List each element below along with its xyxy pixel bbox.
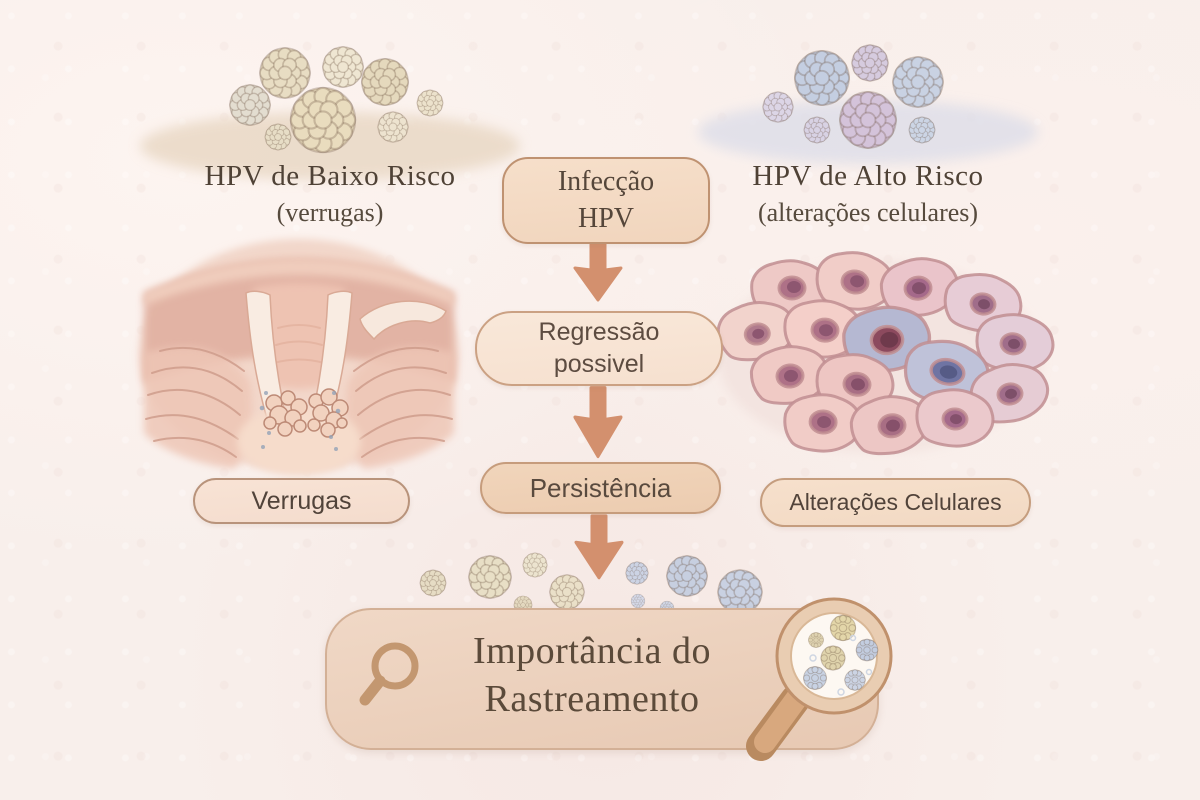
- low-risk-title: HPV de Baixo Risco: [204, 160, 456, 192]
- regression-box: Regressão possivel: [475, 311, 723, 386]
- regression-line2: possivel: [553, 349, 645, 378]
- down-arrow-1: [573, 242, 623, 302]
- magnifier-viruses-icon: [746, 597, 893, 761]
- cell-changes-label-pill: Alterações Celulares: [760, 478, 1031, 527]
- warts-anatomy-illustration: [139, 239, 459, 475]
- persistence-label: Persistência: [529, 472, 672, 503]
- wart-cluster-left: [263, 390, 308, 437]
- high-risk-heading: HPV de Alto Risco (alterações celulares): [678, 160, 1058, 228]
- down-arrow-2: [573, 386, 623, 459]
- banner-title: Importância do Rastreamento: [382, 628, 802, 723]
- cell-changes-label: Alterações Celulares: [789, 489, 1002, 515]
- banner-line2: Rastreamento: [484, 677, 700, 720]
- down-arrow-3: [574, 514, 624, 580]
- infection-line1: Infecção: [557, 166, 655, 198]
- screening-importance-banner: Importância do Rastreamento: [325, 597, 893, 761]
- infection-line2: HPV: [577, 202, 634, 234]
- warts-label: Verrugas: [251, 486, 352, 515]
- warts-label-pill: Verrugas: [193, 478, 410, 524]
- magnifier-icon: [359, 642, 419, 706]
- low-risk-subtitle: (verrugas): [276, 198, 384, 227]
- banner-line1: Importância do: [472, 630, 712, 672]
- persistence-box: Persistência: [480, 462, 721, 514]
- regression-line1: Regressão: [538, 318, 660, 347]
- cell-changes-illustration: [713, 246, 1058, 460]
- low-risk-heading: HPV de Baixo Risco (verrugas): [140, 160, 520, 228]
- infection-hpv-box: Infecção HPV: [502, 157, 710, 244]
- high-risk-title: HPV de Alto Risco: [752, 160, 984, 192]
- high-risk-subtitle: (alterações celulares): [757, 198, 979, 227]
